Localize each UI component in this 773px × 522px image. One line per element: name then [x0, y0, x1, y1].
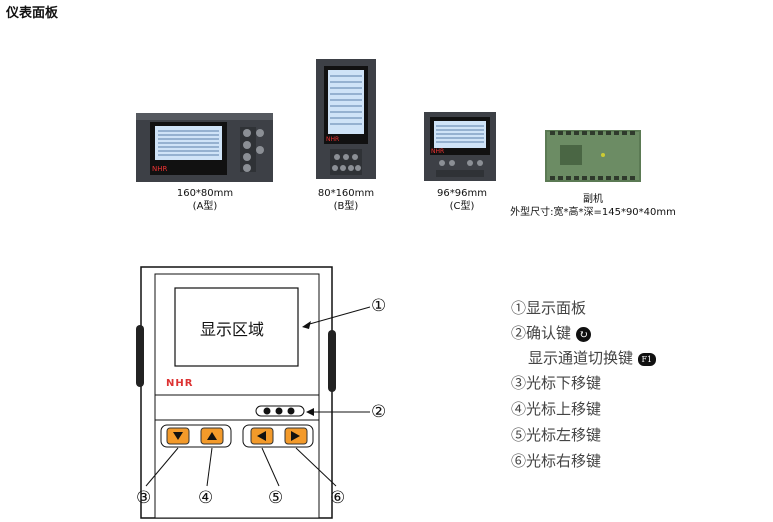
callout-1: ①	[371, 296, 387, 316]
meter-a-image: NHR	[136, 113, 273, 182]
caption-a: 160*80mm (A型)	[165, 187, 245, 213]
svg-text:NHR: NHR	[152, 165, 168, 173]
callout-6: ⑥	[330, 488, 346, 508]
meter-b-image: NHR	[316, 59, 376, 179]
legend-item-1: ①显示面板	[511, 299, 587, 317]
f1-key-icon: F1	[637, 352, 656, 366]
rotate-arrow-icon: ↻	[575, 326, 591, 342]
callout-5: ⑤	[268, 488, 284, 508]
legend-item-2-label: ②确认键	[511, 324, 572, 342]
legend-item-3: ③光标下移键	[511, 374, 602, 392]
legend-item-6: ⑥光标右移键	[511, 452, 602, 470]
caption-a-size: 160*80mm	[176, 188, 234, 199]
panel-diagram	[136, 266, 371, 519]
page-title: 仪表面板	[6, 6, 59, 21]
legend-item-2: ②确认键 ↻	[511, 322, 591, 343]
svg-text:NHR: NHR	[431, 148, 444, 155]
auxiliary-unit-image	[545, 130, 641, 182]
caption-aux-dims: 外型尺寸:宽*高*深=145*90*40mm	[510, 207, 676, 218]
caption-a-type: (A型)	[192, 201, 218, 212]
caption-c-size: 96*96mm	[437, 188, 487, 199]
callout-2: ②	[371, 402, 387, 422]
caption-b-size: 80*160mm	[317, 188, 375, 199]
legend-item-2b-label: 显示通道切换键	[528, 349, 634, 367]
caption-c-type: (C型)	[449, 201, 475, 212]
callout-3: ③	[136, 488, 152, 508]
caption-b-type: (B型)	[333, 201, 359, 212]
nhr-logo: NHR	[166, 378, 194, 389]
legend-item-2b: 显示通道切换键 F1	[528, 347, 656, 368]
svg-text:NHR: NHR	[326, 136, 339, 143]
legend-item-5: ⑤光标左移键	[511, 426, 602, 444]
callout-4: ④	[198, 488, 214, 508]
legend-item-4: ④光标上移键	[511, 400, 602, 418]
caption-aux: 副机 外型尺寸:宽*高*深=145*90*40mm	[495, 193, 691, 219]
caption-aux-name: 副机	[583, 194, 603, 205]
caption-c: 96*96mm (C型)	[422, 187, 502, 213]
screen-area-label: 显示区域	[200, 320, 265, 339]
meter-c-image: NHR	[424, 112, 496, 181]
caption-b: 80*160mm (B型)	[306, 187, 386, 213]
